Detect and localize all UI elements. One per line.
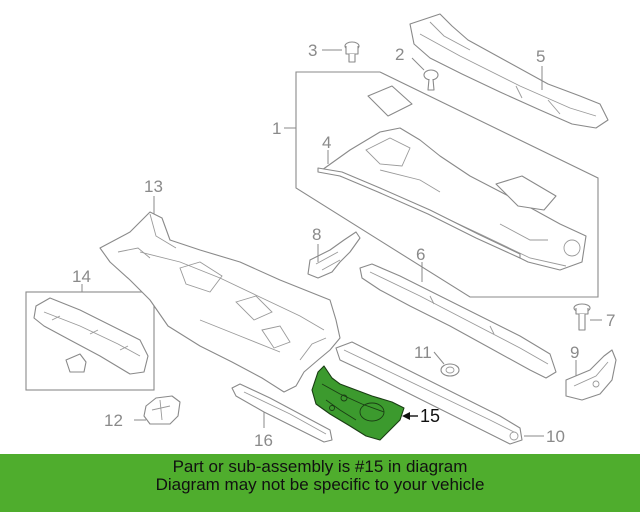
banner-line-1: Part or sub-assembly is #15 in diagram <box>172 457 468 476</box>
callout-14: 14 <box>72 267 91 286</box>
lower-cross-bar <box>335 341 523 445</box>
callout-16: 16 <box>254 431 273 450</box>
callout-15: 15 <box>420 406 440 426</box>
nut-part <box>440 363 460 377</box>
bracket-assembly <box>33 297 149 375</box>
parts-diagram: 1 2 3 4 5 6 7 8 9 10 11 12 13 14 15 16 <box>25 13 617 450</box>
callout-11: 11 <box>414 343 432 362</box>
callout-7: 7 <box>606 311 615 330</box>
cowl-assembly-box <box>295 71 599 298</box>
callout-6: 6 <box>416 245 425 264</box>
callout-9: 9 <box>570 343 579 362</box>
banner-line-2: Diagram may not be specific to your vehi… <box>155 475 485 494</box>
clip-part <box>423 69 439 91</box>
cowl-top-panel <box>409 13 609 129</box>
callout-1: 1 <box>272 119 281 138</box>
callout-4: 4 <box>322 133 331 152</box>
callout-10: 10 <box>546 427 565 446</box>
screw-part <box>344 41 360 63</box>
cowl-panel <box>317 85 587 271</box>
callout-5: 5 <box>536 47 545 66</box>
callout-2: 2 <box>395 45 404 64</box>
bolt-part <box>573 303 591 331</box>
leader-lines <box>81 49 602 437</box>
dash-panel <box>99 211 341 393</box>
highlighted-insulator-part-15 <box>311 365 405 441</box>
highlight-banner: Part or sub-assembly is #15 in diagram D… <box>0 454 640 512</box>
callout-13: 13 <box>144 177 163 196</box>
callout-12: 12 <box>104 411 123 430</box>
callout-3: 3 <box>308 41 317 60</box>
lower-bracket <box>143 395 181 425</box>
small-bracket <box>307 231 361 279</box>
bracket-assembly-box <box>25 291 155 391</box>
side-bracket <box>565 349 617 401</box>
trim-strip <box>231 383 333 443</box>
callout-8: 8 <box>312 225 321 244</box>
support-bar <box>359 263 557 379</box>
